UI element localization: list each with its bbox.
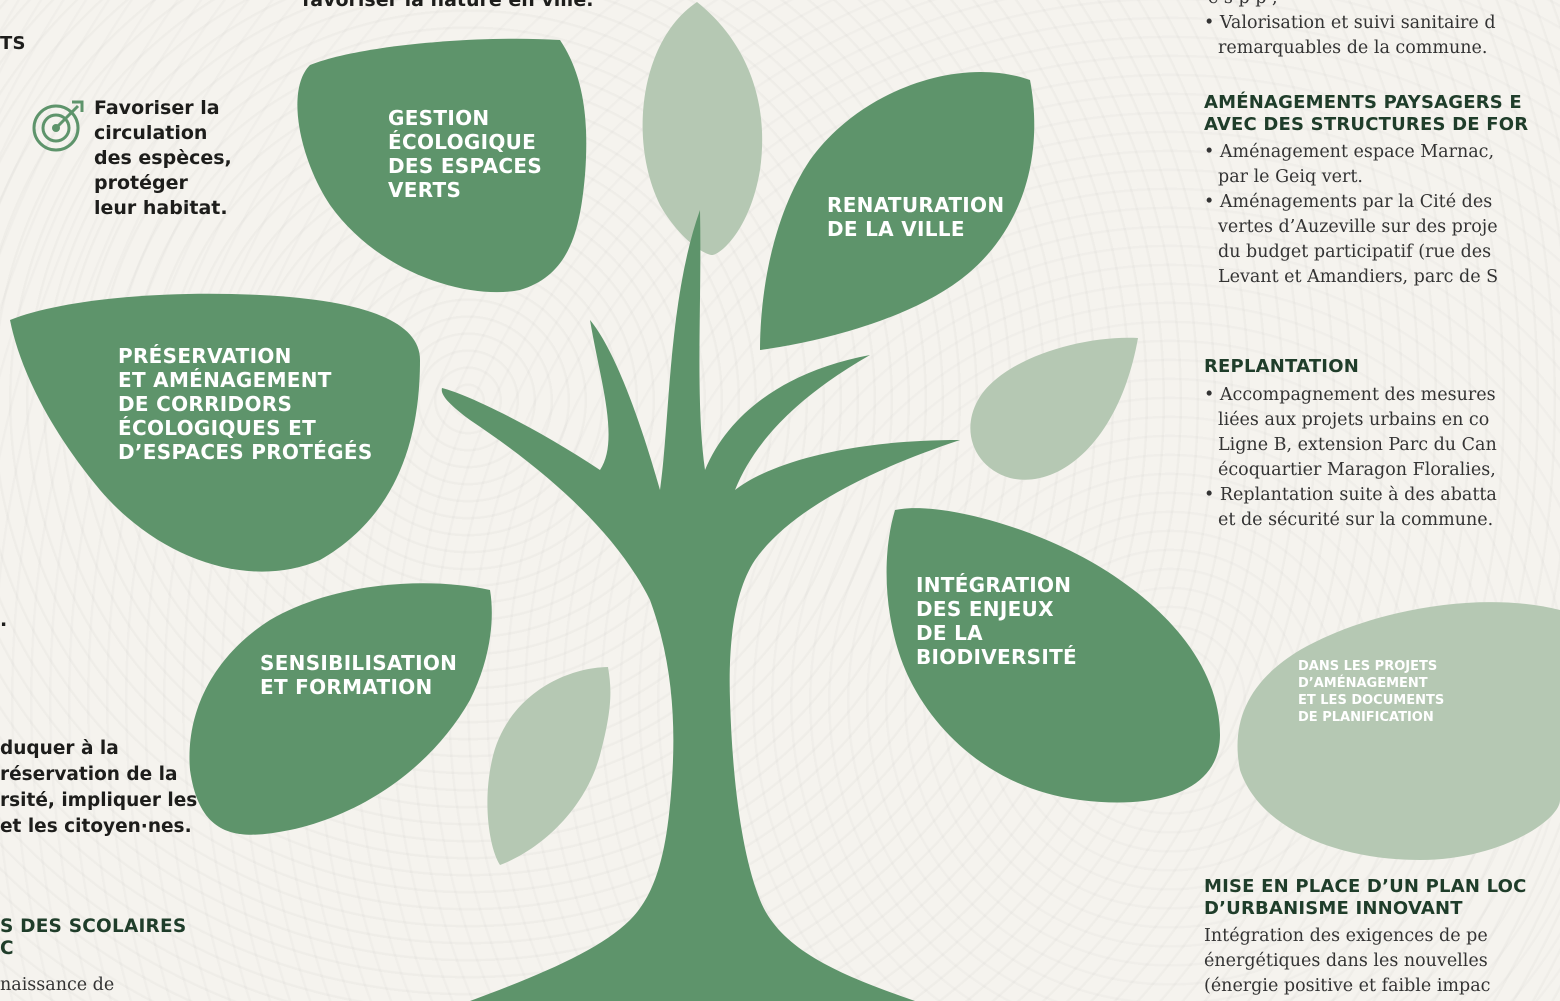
amenagements-list: • Aménagement espace Marnac, par le Geiq…	[1204, 142, 1499, 287]
leaf-renaturation	[760, 71, 1035, 350]
heading-amenagements: AMÉNAGEMENTS PAYSAGERS E AVEC DES STRUCT…	[1204, 92, 1529, 135]
objective-education: duquer à la réservation de la rsité, imp…	[0, 738, 198, 837]
heading-plan: MISE EN PLACE D’UN PLAN LOC D’URBANISME …	[1204, 876, 1527, 919]
plan-body: Intégration des exigences de pe énergéti…	[1204, 926, 1491, 996]
leaf-gestion	[297, 38, 587, 293]
leaf-bottom-left-light	[487, 667, 611, 865]
leaf-top-light	[642, 2, 763, 255]
target-icon	[32, 100, 84, 152]
replantation-list: • Accompagnement des mesures liées aux p…	[1204, 385, 1497, 530]
top-center-cut-text: favoriser la nature en ville.	[302, 0, 594, 11]
valorisation-item: • Valorisation et suivi sanitaire d rema…	[1204, 13, 1496, 58]
leaf-label-sensibilisation: SENSIBILISATION ET FORMATION	[260, 651, 458, 699]
cut-body-bottom: naissance de	[0, 975, 115, 995]
cut-heading-top: TS	[0, 33, 26, 54]
cut-dot: .	[0, 609, 8, 631]
leaf-label-preservation: PRÉSERVATION ET AMÉNAGEMENT DE CORRIDORS…	[118, 344, 373, 464]
right-top-cut-line: e s p p ,	[1208, 0, 1278, 11]
leaf-label-renaturation: RENATURATION DE LA VILLE	[827, 193, 1005, 241]
leaf-sensibilisation	[189, 583, 492, 835]
heading-replantation: REPLANTATION	[1204, 356, 1359, 377]
cut-heading-scolaires: S DES SCOLAIRES C	[0, 916, 187, 959]
leaf-label-projets: DANS LES PROJETS D’AMÉNAGEMENT ET LES DO…	[1298, 659, 1445, 725]
leaf-preservation	[10, 293, 420, 572]
leaf-integration	[886, 508, 1220, 803]
tree-trunk	[441, 210, 960, 1001]
leaf-projets-light	[1237, 602, 1560, 860]
leaf-label-integration: INTÉGRATION DES ENJEUX DE LA BIODIVERSIT…	[916, 573, 1078, 669]
leaf-label-gestion: GESTION ÉCOLOGIQUE DES ESPACES VERTS	[388, 106, 543, 202]
objective-circulation: Favoriser la circulation des espèces, pr…	[94, 97, 232, 219]
leaf-right-light	[970, 337, 1138, 480]
